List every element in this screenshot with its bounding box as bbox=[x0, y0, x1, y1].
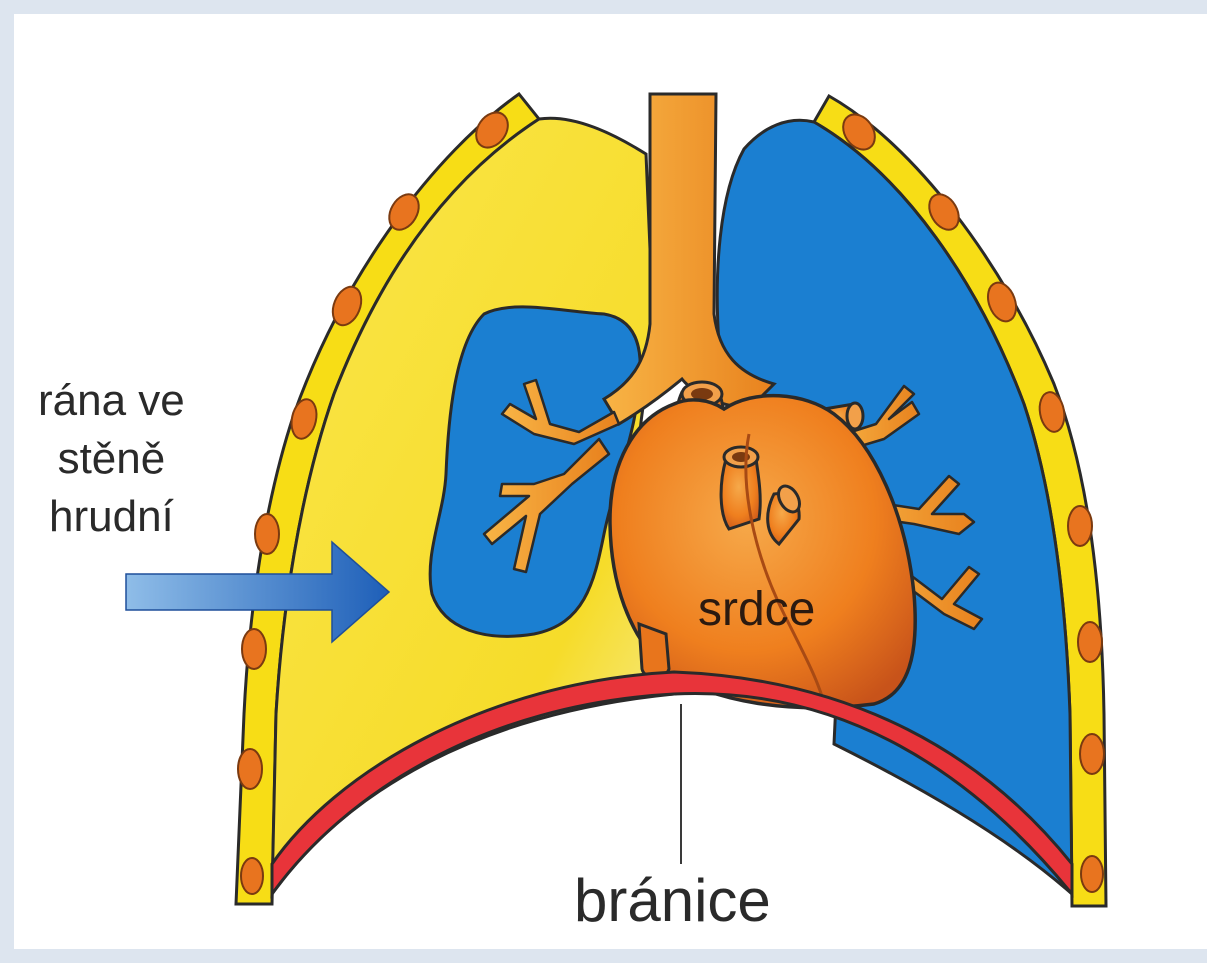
pneumothorax-diagram bbox=[14, 14, 1207, 949]
diagram-frame: rána ve stěně hrudní srdce bránice bbox=[14, 14, 1207, 949]
wound-label-line-2: stěně bbox=[38, 430, 185, 488]
diaphragm-label: bránice bbox=[574, 866, 771, 935]
wound-label-line-3: hrudní bbox=[38, 488, 185, 546]
wound-label-line-1: rána ve bbox=[38, 372, 185, 430]
wound-label: rána ve stěně hrudní bbox=[38, 372, 185, 546]
heart-label: srdce bbox=[698, 582, 815, 637]
